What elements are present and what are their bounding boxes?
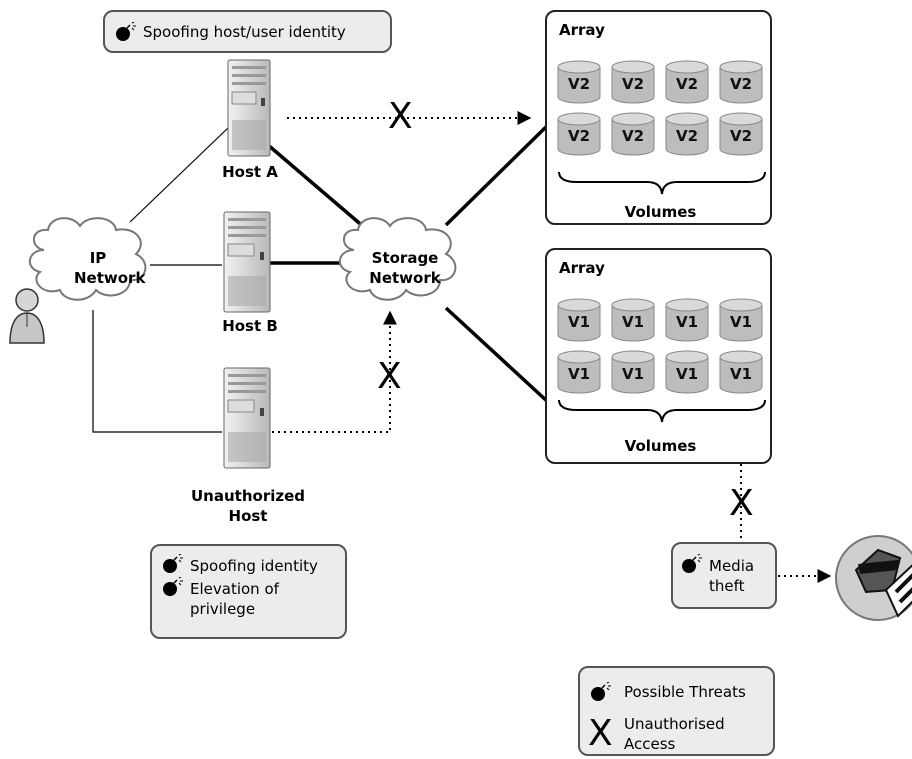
- volumes-brace: [558, 171, 766, 195]
- volume-label: V2: [567, 127, 591, 145]
- volumes-brace: [558, 399, 766, 423]
- volume-label: V1: [567, 365, 591, 383]
- volume-disk: V2: [719, 60, 763, 104]
- volume-label: V1: [729, 365, 753, 383]
- volume-label: V2: [567, 75, 591, 93]
- unauthorized-threats-box: Spoofing identity Elevation of privilege: [150, 544, 347, 639]
- dotted-unauthorized-storage: [272, 310, 397, 433]
- volume-disk: V2: [557, 112, 601, 156]
- volume-label: V1: [621, 313, 645, 331]
- volume-disk: V1: [719, 298, 763, 342]
- volume-disk: V1: [665, 298, 709, 342]
- volume-label: V2: [675, 75, 699, 93]
- storage-network-label: Storage Network: [369, 249, 441, 287]
- volume-label: V1: [675, 313, 699, 331]
- legend-box: Possible Threats X Unauthorised Access: [578, 666, 775, 756]
- storage-network-cloud: [339, 217, 457, 301]
- legend-unauth-label: Unauthorised Access: [624, 715, 725, 753]
- link-ip-host-a: [129, 127, 229, 223]
- unauthorized-host-server-icon: [223, 367, 271, 469]
- volume-label: V1: [621, 365, 645, 383]
- volume-disk: V1: [611, 298, 655, 342]
- link-storage-array-top: [444, 123, 550, 227]
- threat-elevation-privilege: Elevation of privilege: [190, 580, 279, 618]
- x-mark-unauthorized: X: [377, 356, 402, 397]
- x-mark-host-a: X: [388, 96, 413, 137]
- array-title: Array: [559, 21, 605, 39]
- volume-label: V2: [621, 75, 645, 93]
- volume-label: V2: [675, 127, 699, 145]
- volume-disk: V2: [665, 60, 709, 104]
- ip-network-label: IP Network: [74, 249, 146, 287]
- volume-disk: V2: [665, 112, 709, 156]
- volume-label: V2: [621, 127, 645, 145]
- ip-network-cloud: [29, 217, 147, 301]
- threat-spoofing-identity: Spoofing identity: [190, 557, 318, 575]
- volume-disk: V1: [557, 350, 601, 394]
- host-b-label: Host B: [222, 317, 278, 335]
- volume-disk: V2: [611, 112, 655, 156]
- volume-label: V1: [729, 313, 753, 331]
- volumes-label: Volumes: [624, 203, 697, 221]
- legend-x-symbol: X: [588, 713, 613, 754]
- volume-disk: V2: [719, 112, 763, 156]
- link-host-a-storage: [266, 143, 367, 230]
- bomb-icon: [116, 22, 136, 41]
- bomb-icon: [682, 554, 702, 573]
- volume-disk: V1: [665, 350, 709, 394]
- volume-label: V2: [729, 127, 753, 145]
- legend-threats-label: Possible Threats: [624, 683, 746, 701]
- array-title: Array: [559, 259, 605, 277]
- volume-disk: V2: [611, 60, 655, 104]
- link-ip-unauthorized: [92, 310, 222, 433]
- spoofing-threat-box: Spoofing host/user identity: [103, 10, 392, 53]
- unauthorized-host-label: Unauthorized Host: [191, 487, 305, 525]
- link-storage-array-bottom: [444, 306, 550, 404]
- volumes-label: Volumes: [624, 437, 697, 455]
- x-mark-media: X: [729, 483, 754, 524]
- volume-disk: V1: [557, 298, 601, 342]
- volume-label: V1: [567, 313, 591, 331]
- media-theft-box: Media theft: [671, 542, 777, 609]
- media-theft-text: Media theft: [709, 557, 755, 595]
- bomb-icon: [163, 577, 183, 596]
- bomb-icon: [163, 554, 183, 573]
- host-b-server-icon: [223, 211, 271, 313]
- bomb-icon: [591, 682, 611, 701]
- volume-disk: V1: [719, 350, 763, 394]
- host-a-server-icon: [227, 59, 271, 157]
- host-a-label: Host A: [222, 163, 278, 181]
- spoofing-threat-text: Spoofing host/user identity: [143, 23, 346, 41]
- volume-label: V2: [729, 75, 753, 93]
- volume-disk: V2: [557, 60, 601, 104]
- volume-label: V1: [675, 365, 699, 383]
- user-icon: [9, 288, 45, 344]
- thief-icon: [835, 535, 912, 621]
- volume-disk: V1: [611, 350, 655, 394]
